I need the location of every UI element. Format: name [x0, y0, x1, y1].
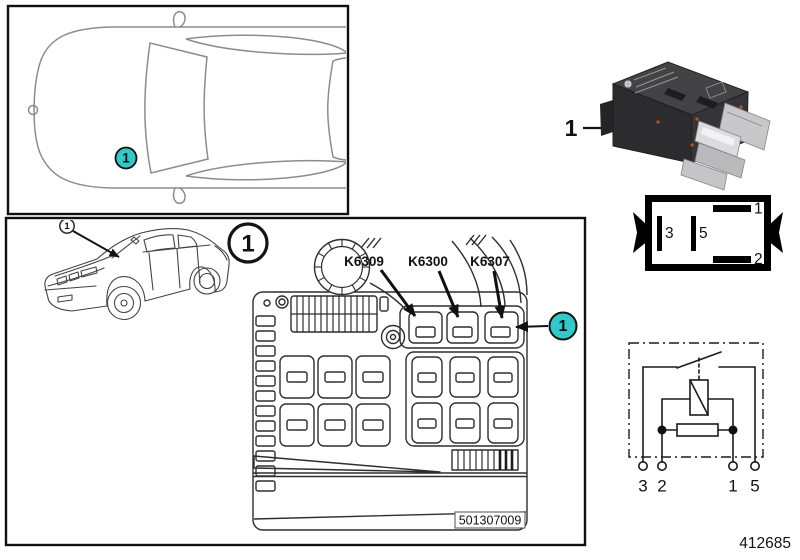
car-side-bottom — [185, 159, 346, 181]
terminal-label-5: 5 — [750, 477, 759, 496]
relay-slot-k6300 — [446, 311, 479, 344]
marker-circle — [548, 311, 578, 341]
car-callout-circle — [59, 220, 75, 234]
key-label: 1 — [241, 231, 254, 258]
car-side-top — [185, 34, 346, 56]
panel-key-marker: 1 — [227, 222, 269, 264]
relay-vent — [696, 96, 718, 109]
relay-callout-label: 1 — [565, 115, 578, 141]
relay-slot-k6309 — [408, 311, 443, 344]
housing-bottom-lines — [253, 455, 527, 520]
fusebox-detail-panel: 1 1 — [4, 216, 587, 547]
image-number: 412685 — [739, 535, 791, 552]
mount-hole-small — [263, 299, 271, 307]
car-mirror-top — [172, 10, 186, 28]
socket-tab-left — [633, 212, 649, 253]
marker-label: 1 — [559, 318, 568, 335]
relay-callouts: K6309 K6300 K6307 — [344, 254, 510, 319]
arrow-k6307 — [492, 270, 506, 319]
socket-tab-right — [767, 212, 783, 253]
mount-hole-large — [275, 295, 289, 309]
relay-vent — [664, 88, 686, 101]
pin-bar-3 — [657, 216, 662, 251]
arrow-k6309 — [379, 269, 417, 317]
resistor-symbol — [676, 423, 719, 437]
pin-bar-1 — [713, 205, 751, 212]
fusebox-outline — [252, 291, 528, 531]
car-top-view-drawing — [27, 10, 346, 205]
relay-circuit-schematic: 3 2 1 5 — [628, 342, 764, 496]
relay-body — [600, 61, 771, 191]
pin-label-3: 3 — [665, 225, 674, 242]
coil-symbol — [689, 379, 709, 416]
relay-print — [624, 67, 727, 99]
pin-label-1: 1 — [754, 201, 763, 218]
hood-detail-circle — [27, 104, 39, 116]
car-rear-window — [327, 57, 346, 161]
car-callout-label: 1 — [64, 221, 70, 232]
location-marker: 1 — [114, 146, 138, 170]
relay-label-k6309: K6309 — [344, 254, 384, 269]
fuse-strip — [290, 295, 389, 333]
junction-dot — [728, 425, 738, 435]
pin-socket-diagram: 3 5 1 2 — [633, 195, 783, 271]
relay-position-marker: 1 — [515, 311, 578, 341]
car-sketch-callout: 1 — [59, 220, 120, 258]
pin-label-5: 5 — [699, 225, 708, 242]
arrow-k6300 — [437, 270, 460, 318]
relay-sockets — [279, 355, 519, 447]
key-circle — [227, 222, 269, 264]
location-marker-label: 1 — [122, 151, 130, 166]
hatch-marks — [360, 234, 487, 249]
terminal-label-1: 1 — [728, 477, 737, 496]
terminal-label-3: 3 — [638, 477, 647, 496]
schematic-boundary — [628, 342, 764, 458]
terminal-circles — [637, 460, 760, 471]
relay-label-k6307: K6307 — [470, 254, 510, 269]
car-callout-arrow — [72, 230, 120, 258]
marker-arrow — [515, 321, 549, 333]
fusebox-drawing: 501307009 — [252, 234, 528, 531]
bottom-fuse-strip — [451, 449, 519, 471]
relay-pins — [680, 102, 771, 191]
drawing-number: 501307009 — [459, 514, 522, 528]
junction-dot — [657, 425, 667, 435]
relay-side-tab — [600, 100, 613, 136]
car-mirror-bottom — [172, 187, 186, 205]
top-view-location-panel: 1 — [6, 4, 350, 216]
relay-label-k6300: K6300 — [408, 254, 448, 269]
pin-contact-dots — [656, 105, 743, 147]
mount-hole-inner — [278, 298, 286, 306]
pin-bar-5 — [691, 216, 696, 251]
drawing-number-box — [454, 511, 526, 529]
pin-label-2: 2 — [754, 251, 763, 268]
coil-diagonal — [689, 379, 709, 416]
pin-bar-2 — [713, 256, 751, 263]
right-socket-group-outline — [405, 351, 525, 447]
car-windshield — [144, 42, 209, 174]
relay-photo: 1 — [565, 61, 771, 191]
reservoir-circle — [313, 238, 371, 296]
location-marker-circle — [114, 146, 138, 170]
terminal-label-2: 2 — [657, 477, 666, 496]
